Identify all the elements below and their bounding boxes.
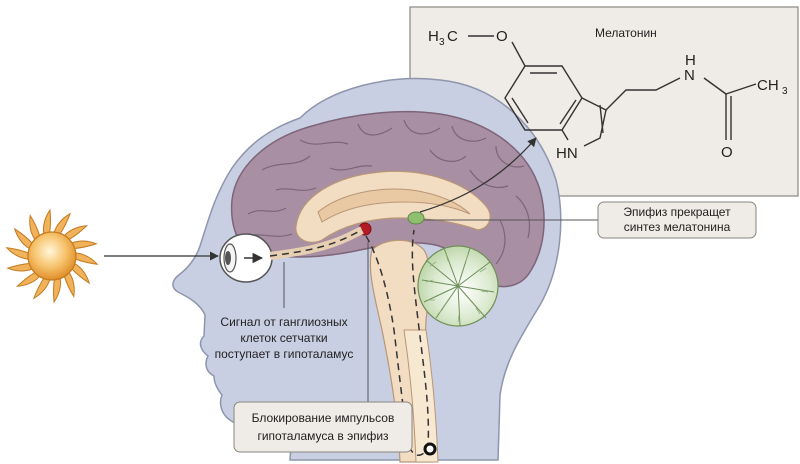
- sun-disc: [27, 231, 77, 281]
- atom-methoxy-h: H: [428, 28, 439, 45]
- sun-ray: [42, 208, 52, 235]
- melatonin-structure: [468, 35, 757, 147]
- sun-ray: [71, 240, 98, 250]
- atom-carbonyl-o: O: [721, 144, 733, 161]
- sun-ray: [6, 262, 33, 272]
- hypothalamus-to-pineal-path: [365, 229, 430, 456]
- atom-methyl-sub: 3: [782, 86, 788, 97]
- retina-label-line-3: поступает в гипоталамус: [215, 347, 354, 361]
- atom-oxygen: O: [496, 28, 508, 45]
- sun-ray: [71, 262, 91, 285]
- sun-ray: [63, 225, 88, 240]
- pineal-label-box: [597, 201, 757, 239]
- inner-brain: [295, 170, 491, 243]
- atom-methoxy-sub: 3: [439, 37, 445, 48]
- atom-amide-n: N: [684, 67, 695, 84]
- molecule-atom-labels: H 3 C O N H HN CH 3 O: [428, 28, 788, 162]
- spinal-ganglion: [423, 442, 437, 456]
- retina-label-line-2: клеток сетчатки: [240, 331, 327, 345]
- molecule-name: Мелатонин: [595, 26, 657, 40]
- pineal-gland: [407, 211, 425, 225]
- corpus-callosum: [317, 188, 471, 223]
- blocking-label-line-1: Блокирование импульсов: [252, 411, 395, 425]
- atom-amide-h: H: [685, 52, 696, 69]
- cerebellum: [417, 245, 499, 327]
- atom-ring-nh: HN: [556, 145, 578, 162]
- spinal-cord: [403, 329, 439, 463]
- brain-gyri: [245, 119, 531, 265]
- pineal-label-line-1: Эпифиз прекращет: [623, 205, 731, 219]
- sun-ray: [16, 272, 41, 287]
- sun-ray: [32, 277, 51, 300]
- pineal-label-line-2: синтез мелатонина: [624, 220, 731, 234]
- sun-ray: [53, 212, 72, 235]
- sun-ray: [52, 277, 62, 304]
- sun-ray: [63, 271, 75, 298]
- blocking-label-line-2: гипоталамуса в эпифиз: [257, 429, 389, 443]
- atom-methyl-c: CH: [757, 77, 779, 94]
- atom-methoxy-c: C: [447, 28, 458, 45]
- sun-ray: [5, 247, 29, 260]
- sun-ray: [13, 227, 33, 250]
- sun-icon: [5, 208, 99, 304]
- retina-path: [269, 226, 364, 260]
- melatonin-arrow: [419, 137, 537, 213]
- blocking-label-box: [233, 401, 413, 453]
- retina-label-line-1: Сигнал от ганглиозных: [220, 315, 347, 329]
- sun-ray: [29, 214, 41, 241]
- sun-ray: [75, 252, 99, 265]
